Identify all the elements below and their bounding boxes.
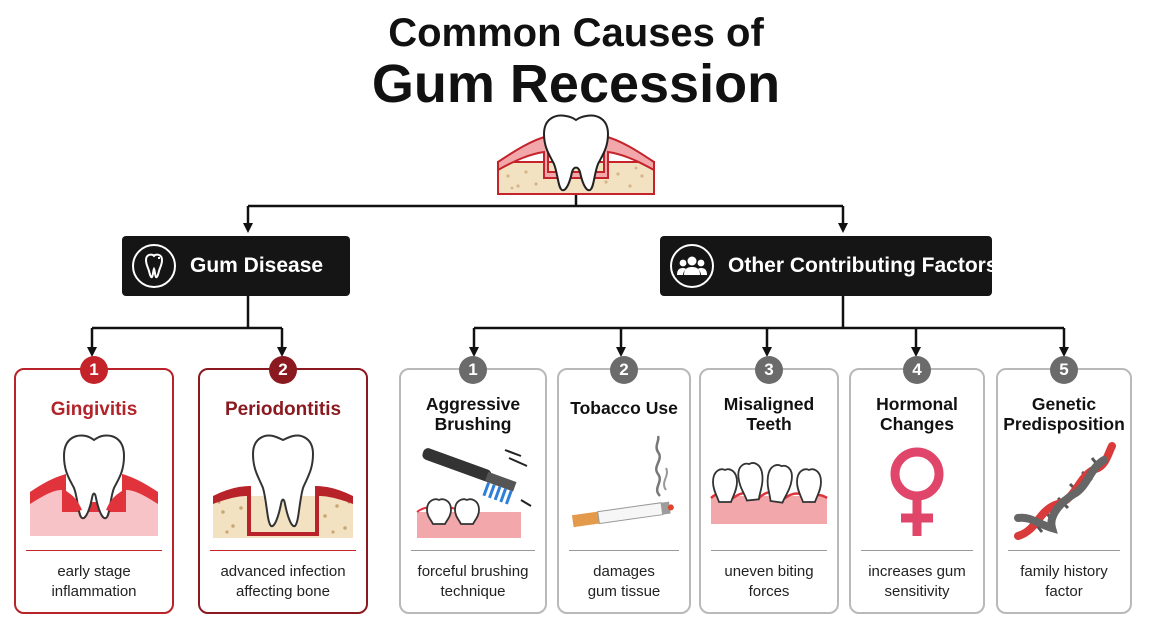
cigarette-icon: [571, 435, 674, 528]
card-divider: [711, 550, 827, 551]
bone-loss-tooth-icon: [213, 434, 353, 538]
card-divider: [210, 550, 356, 551]
tooth-icon: [132, 244, 176, 288]
category-gum-disease: Gum Disease: [122, 236, 350, 296]
card-divider: [26, 550, 162, 551]
card-divider: [411, 550, 535, 551]
central-tooth-illustration: [497, 114, 655, 195]
card-divider: [569, 550, 679, 551]
step-number-badge: 3: [755, 356, 783, 384]
misaligned-teeth-icon: [710, 462, 828, 524]
step-number-badge: 1: [459, 356, 487, 384]
dna-icon: [1014, 442, 1116, 540]
card-divider: [1008, 550, 1120, 551]
step-number-badge: 5: [1050, 356, 1078, 384]
category-label: Gum Disease: [190, 254, 324, 277]
card-title: Periodontitis: [224, 399, 342, 420]
toothbrush-icon: [416, 448, 532, 538]
people-group-icon: [670, 244, 714, 288]
card-divider: [861, 550, 973, 551]
category-label: Other Contributing Factors: [728, 254, 998, 277]
category-other-factors: Other Contributing Factors: [660, 236, 998, 296]
female-symbol-icon: [890, 447, 944, 536]
title-line-2: Gum Recession: [371, 54, 781, 114]
title-line-1: Common Causes of: [388, 11, 764, 55]
step-number-badge: 2: [269, 356, 297, 384]
step-number-badge: 2: [610, 356, 638, 384]
card-title: Gingivitis: [50, 399, 138, 420]
card-title: Tobacco Use: [570, 398, 678, 418]
step-number-badge: 4: [903, 356, 931, 384]
inflamed-gum-tooth-icon: [30, 434, 158, 536]
step-number-badge: 1: [80, 356, 108, 384]
